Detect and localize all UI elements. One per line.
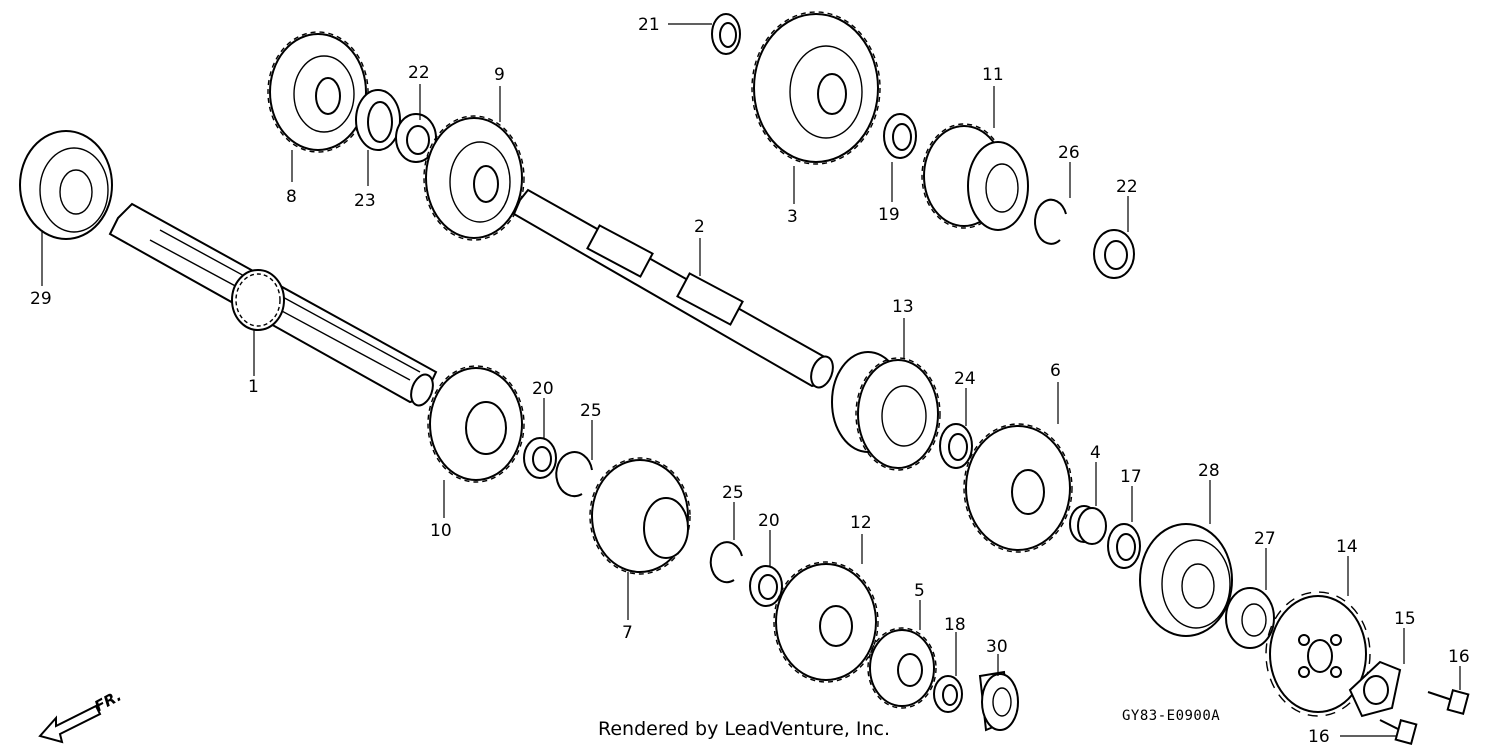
label-16-upper: 16	[1448, 647, 1470, 667]
bearing-30	[978, 670, 1019, 732]
label-13: 13	[892, 297, 914, 317]
label-17: 17	[1120, 467, 1142, 487]
label-22-left: 22	[408, 63, 430, 83]
drawing-code: GY83-E0900A	[1122, 708, 1221, 724]
label-4: 4	[1090, 443, 1101, 463]
gear-12	[773, 561, 879, 683]
front-direction-indicator: FR.	[38, 687, 124, 744]
label-11: 11	[982, 65, 1004, 85]
gear-7	[589, 457, 691, 575]
counter-shaft	[512, 188, 834, 389]
collar-4	[1069, 505, 1107, 545]
front-arrow-icon	[38, 704, 102, 744]
main-shaft	[108, 202, 438, 407]
part-number-labels: 29 1 8 23 22 9 21 3 19 11 26 22 2 13 24 …	[30, 15, 1470, 747]
gear-5	[867, 627, 937, 709]
label-2: 2	[694, 217, 705, 237]
leader-lines	[41, 23, 1461, 737]
label-18: 18	[944, 615, 966, 635]
washer-21	[711, 13, 741, 55]
washer-17	[1107, 523, 1141, 569]
oil-seal-27	[1225, 587, 1275, 649]
label-30: 30	[986, 637, 1008, 657]
label-21: 21	[638, 15, 660, 35]
washer-23	[355, 89, 401, 151]
label-9: 9	[494, 65, 505, 85]
gear-13	[831, 351, 941, 471]
label-10: 10	[430, 521, 452, 541]
fixing-plate-15	[1348, 660, 1402, 718]
bearing-28	[1139, 523, 1233, 637]
label-15: 15	[1394, 609, 1416, 629]
label-14: 14	[1336, 537, 1358, 557]
label-16-lower: 16	[1308, 727, 1330, 747]
footer-credit: Rendered by LeadVenture, Inc.	[598, 718, 891, 740]
label-25-lower: 25	[722, 483, 744, 503]
label-20-upper: 20	[532, 379, 554, 399]
washer-20-lower	[749, 565, 783, 607]
gear-6	[963, 423, 1073, 553]
sprocket-14	[1265, 591, 1371, 717]
label-25-upper: 25	[580, 401, 602, 421]
gear-3	[751, 11, 881, 165]
bearing-29	[19, 130, 113, 240]
washer-20-upper	[523, 437, 557, 479]
washer-22-right	[1093, 229, 1135, 279]
gear-9	[423, 115, 525, 241]
label-26: 26	[1058, 143, 1080, 163]
label-6: 6	[1050, 361, 1061, 381]
label-20-lower: 20	[758, 511, 780, 531]
circlip-26	[1034, 198, 1067, 245]
washer-19	[883, 113, 917, 159]
label-27: 27	[1254, 529, 1276, 549]
label-19: 19	[878, 205, 900, 225]
label-12: 12	[850, 513, 872, 533]
bolt-16-lower	[1379, 719, 1418, 745]
label-23: 23	[354, 191, 376, 211]
gear-10	[427, 365, 525, 483]
label-29: 29	[30, 289, 52, 309]
label-5: 5	[914, 581, 925, 601]
label-3: 3	[787, 207, 798, 227]
gear-11	[921, 123, 1029, 231]
washer-22-left	[395, 113, 437, 163]
label-7: 7	[622, 623, 633, 643]
label-8: 8	[286, 187, 297, 207]
gear-8	[267, 31, 369, 153]
label-22-right: 22	[1116, 177, 1138, 197]
label-28: 28	[1198, 461, 1220, 481]
washer-18	[933, 675, 963, 713]
label-24: 24	[954, 369, 976, 389]
label-1: 1	[248, 377, 259, 397]
circlip-25-lower	[709, 541, 743, 584]
bolt-16-upper	[1427, 689, 1470, 715]
washer-24	[939, 423, 973, 469]
circlip-25-upper	[555, 451, 593, 498]
